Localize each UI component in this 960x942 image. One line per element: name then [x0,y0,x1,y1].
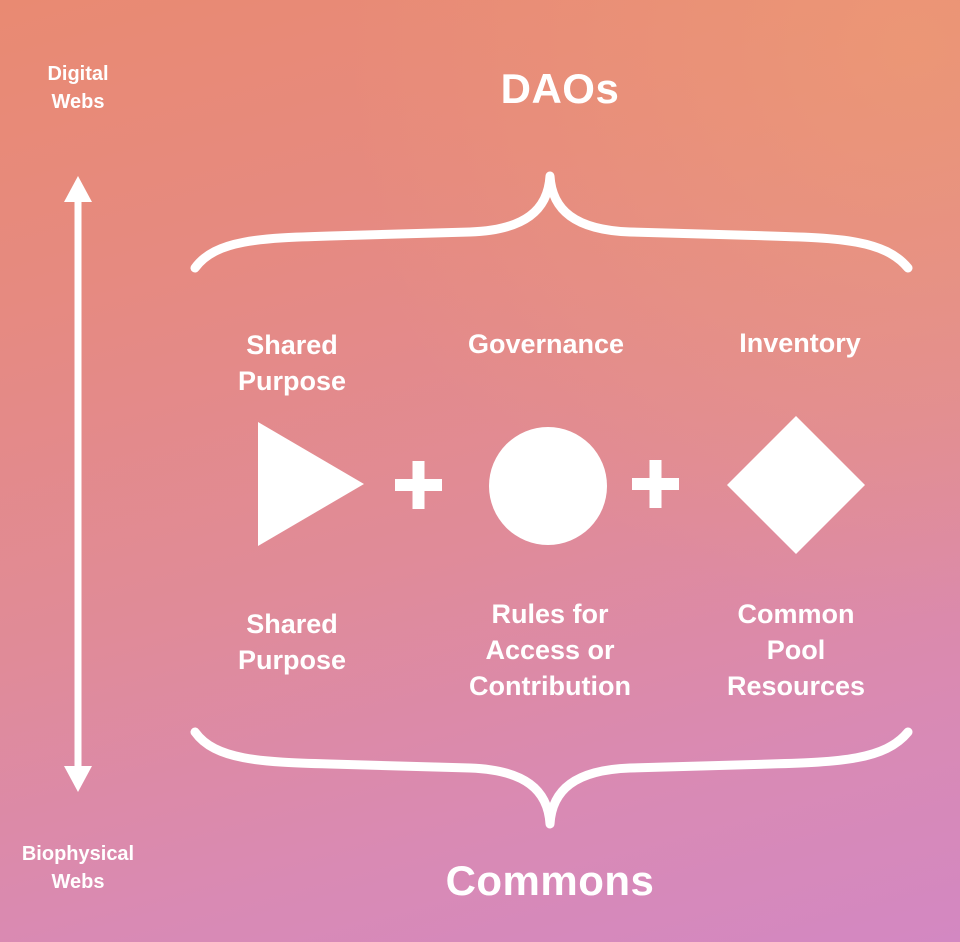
label-governance: Governance [467,329,625,359]
top-brace-icon [190,171,913,273]
label-common-pool-resources: Common Pool Resources [726,599,866,701]
triangle-icon [258,422,364,546]
double-arrow-icon [64,176,92,792]
label-shared-purpose-top: Shared Purpose [237,330,347,396]
bottom-brace-icon [190,727,913,829]
axis-bottom-label: Biophysical Webs [21,843,135,893]
label-inventory: Inventory [739,328,861,358]
title-commons: Commons [445,857,655,904]
plus-icon [632,460,679,508]
label-shared-purpose-bottom: Shared Purpose [237,609,347,675]
diamond-icon [727,416,865,554]
label-rules-access-contribution: Rules for Access or Contribution [469,599,631,701]
axis-top-label: Digital Webs [47,63,109,113]
circle-icon [489,427,607,545]
plus-icon [395,461,442,509]
title-daos: DAOs [500,65,620,112]
